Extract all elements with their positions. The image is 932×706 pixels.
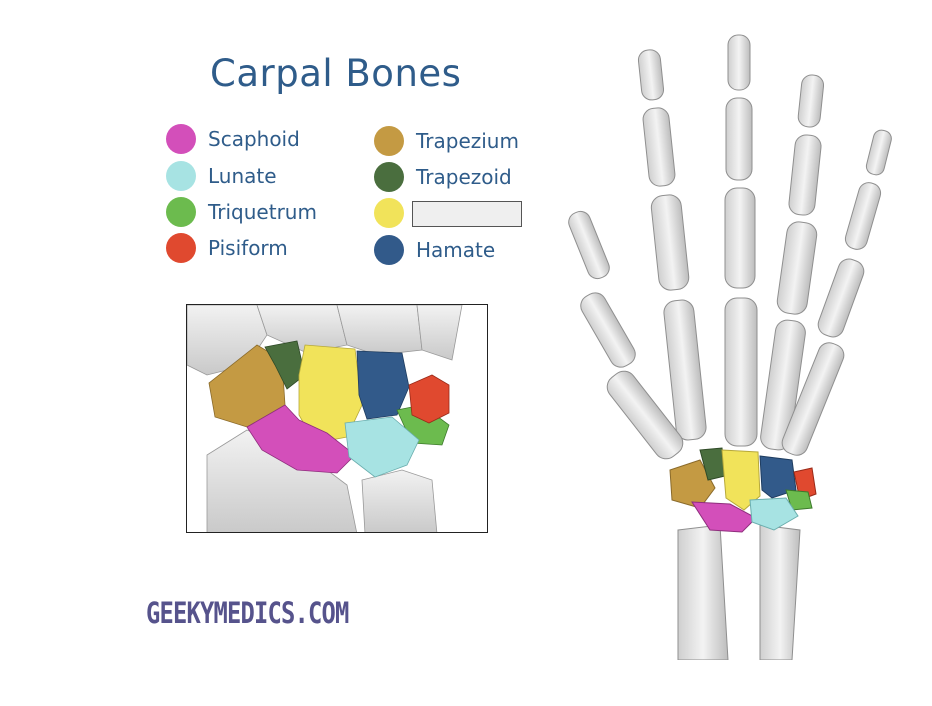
trapezium-swatch (374, 126, 404, 156)
legend-item-triquetrum: Triquetrum (166, 197, 317, 227)
legend-item-trapezoid: Trapezoid (374, 162, 512, 192)
legend-label-scaphoid: Scaphoid (208, 127, 300, 151)
hamate-swatch (374, 235, 404, 265)
carpal-closeup-illustration (187, 305, 463, 532)
scaphoid-swatch (166, 124, 196, 154)
legend-item-pisiform: Pisiform (166, 233, 288, 263)
diagram-title: Carpal Bones (210, 52, 462, 95)
legend-label-trapezium: Trapezium (416, 129, 519, 153)
trapezoid-swatch (374, 162, 404, 192)
lunate-swatch (166, 161, 196, 191)
triquetrum-swatch (166, 197, 196, 227)
carpal-closeup-inset (186, 304, 488, 533)
legend-item-lunate: Lunate (166, 161, 277, 191)
legend-label-hamate: Hamate (416, 238, 496, 262)
legend-label-triquetrum: Triquetrum (208, 200, 317, 224)
pisiform-swatch (166, 233, 196, 263)
brand-watermark: GEEKYMEDICS.COM (146, 596, 349, 630)
legend-item-hamate: Hamate (374, 235, 495, 265)
legend-label-trapezoid: Trapezoid (416, 165, 512, 189)
legend-label-lunate: Lunate (208, 164, 277, 188)
hand-skeleton-illustration (568, 34, 892, 660)
legend-item-trapezium: Trapezium (374, 126, 519, 156)
legend-item-capitate-blank (374, 198, 404, 228)
blank-answer-box[interactable] (412, 201, 522, 227)
legend-label-pisiform: Pisiform (208, 236, 288, 260)
capitate-swatch (374, 198, 404, 228)
legend-item-scaphoid: Scaphoid (166, 124, 300, 154)
